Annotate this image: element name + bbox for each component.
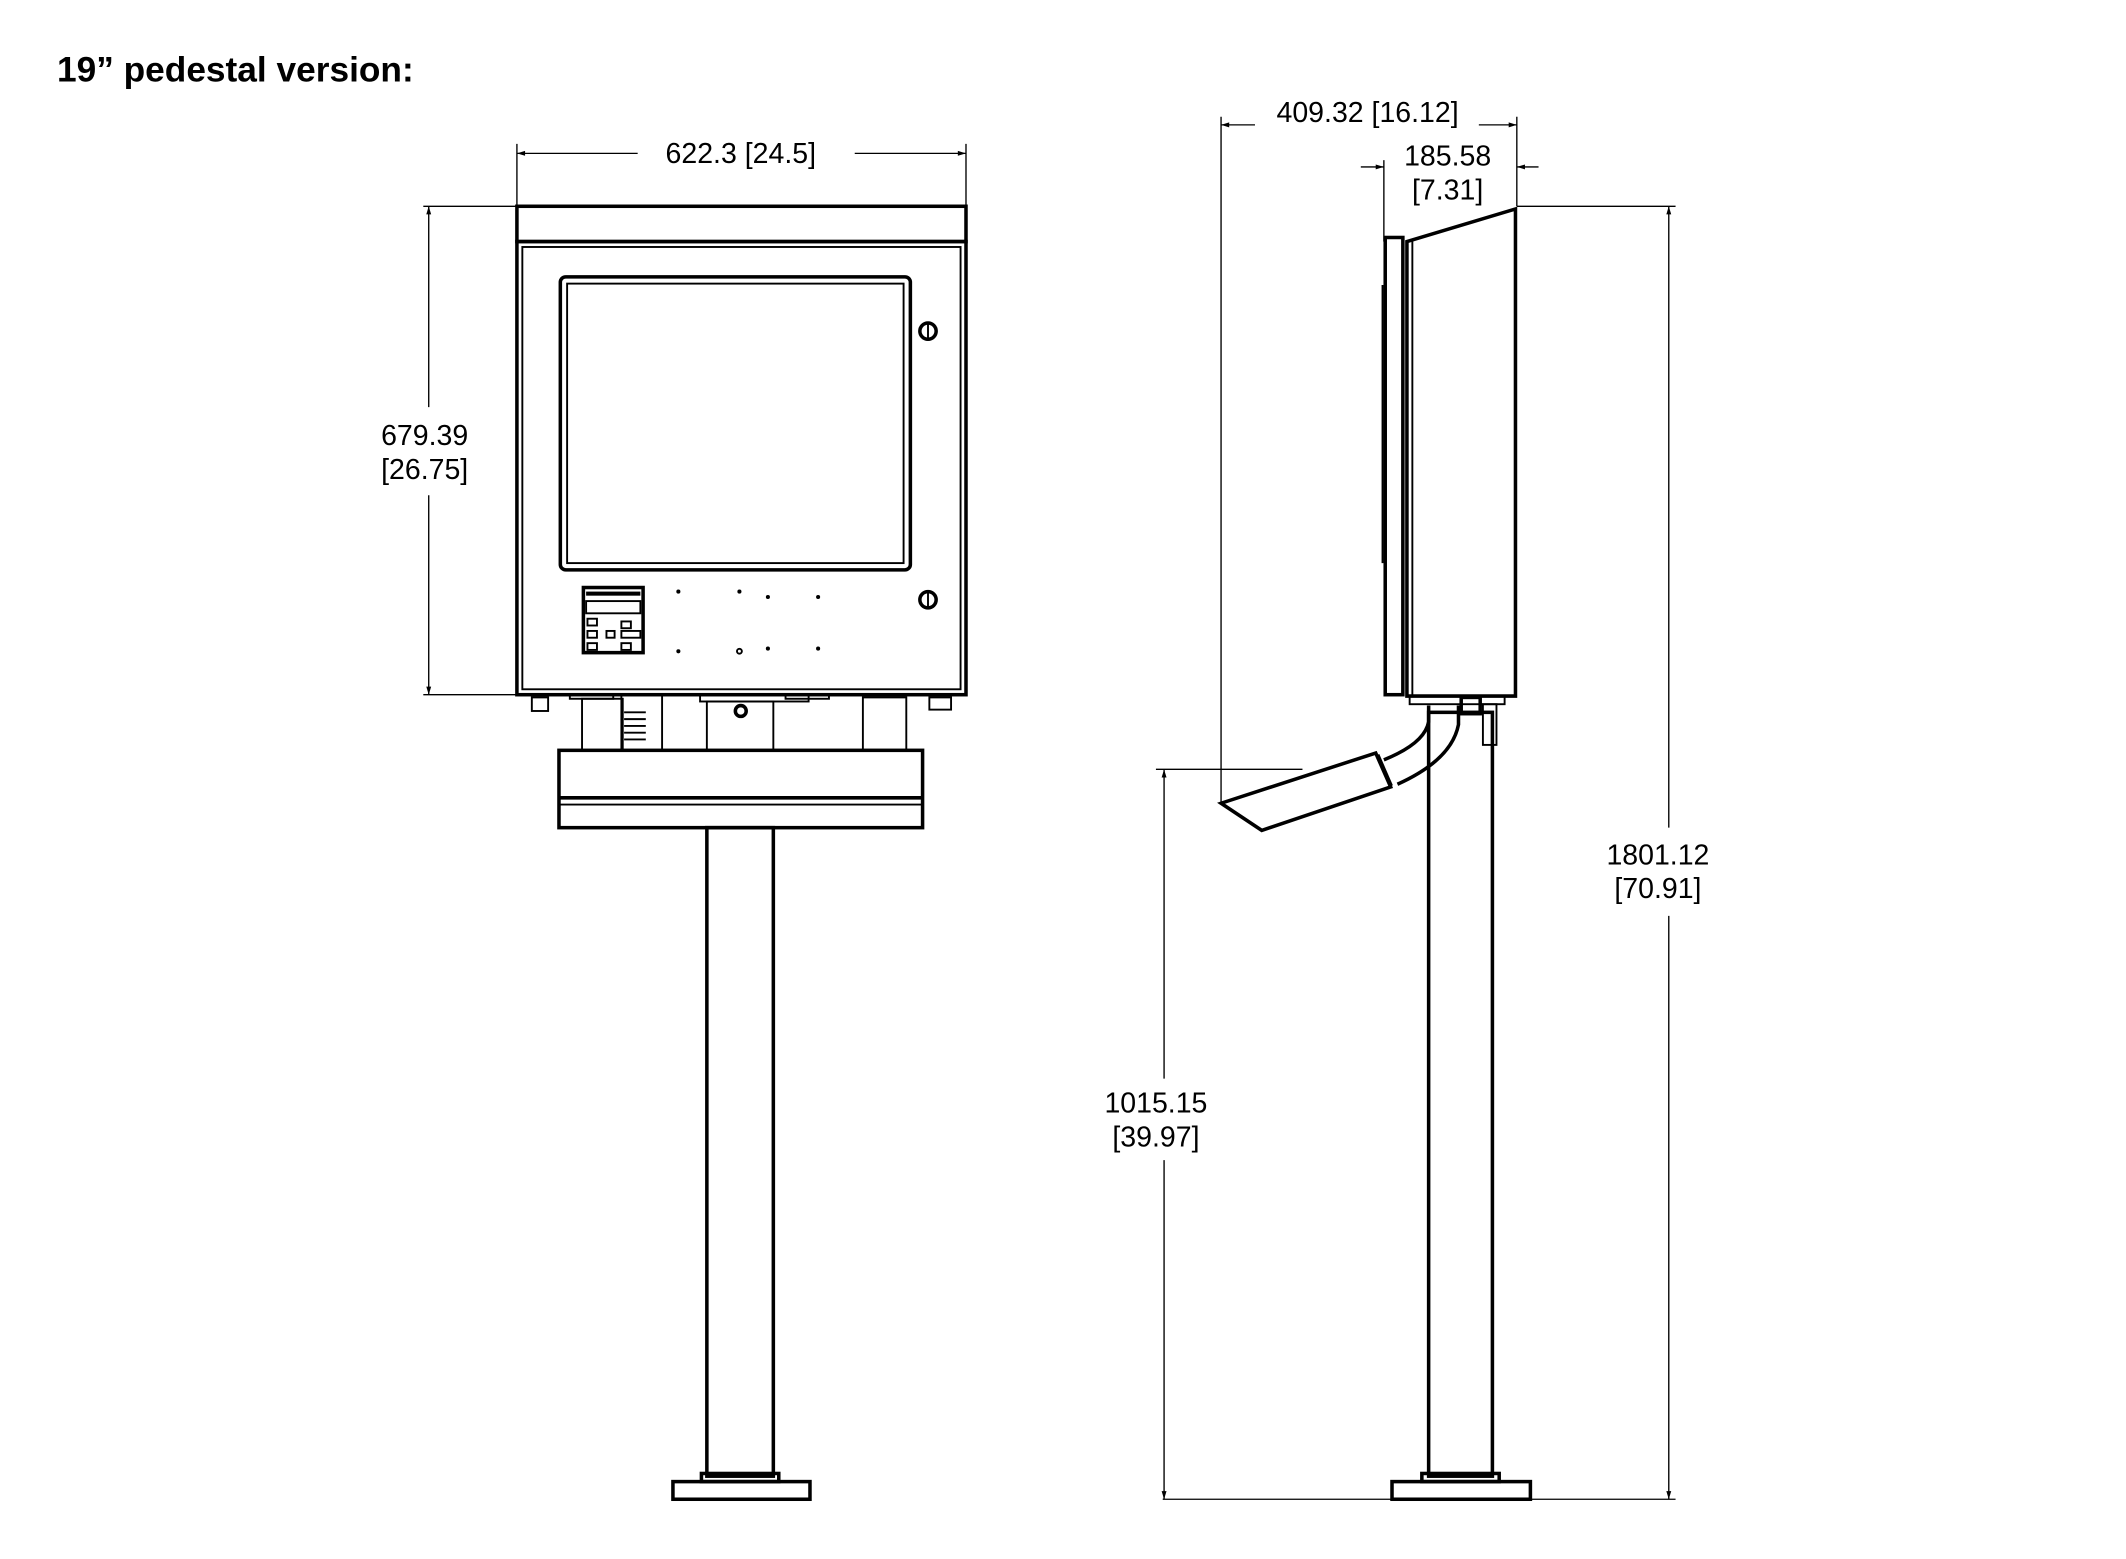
keypad-panel [581, 585, 645, 655]
page-title: 19” pedestal version: [57, 50, 414, 89]
front-width-dimension: 622.3 [24.5] [516, 138, 967, 207]
scanner-height-in: [39.97] [1112, 1121, 1199, 1153]
front-height-dimension: 679.39 [26.75] [381, 205, 517, 696]
scanner-height-mm: 1015.15 [1104, 1088, 1207, 1120]
bezel-side [1383, 235, 1405, 697]
mounting-dots [676, 589, 821, 654]
conduit [1383, 705, 1461, 786]
side-depth-dimension: 409.32 [16.12] [1220, 97, 1518, 804]
total-height-mm: 1801.12 [1606, 839, 1709, 871]
enclosure-side [1405, 206, 1518, 698]
pedestal-base [671, 1479, 812, 1502]
pedestal-base-side [1390, 1479, 1533, 1502]
screen [558, 275, 913, 572]
side-view [1217, 206, 1533, 1502]
bolt-icon [733, 703, 748, 719]
pedestal-head [557, 748, 925, 830]
front-view [515, 204, 968, 1502]
total-height-in: [70.91] [1614, 873, 1701, 905]
enclosure-depth-mm: 185.58 [1404, 141, 1491, 173]
height-label-in: [26.75] [381, 454, 468, 486]
door-knob-icon [918, 589, 938, 610]
height-label-mm: 679.39 [381, 420, 468, 452]
door-knob-icon [918, 321, 938, 342]
pedestal-pole [705, 825, 776, 1478]
enclosure-depth-dimension: 185.58 [7.31] [1360, 141, 1539, 242]
enclosure-depth-in: [7.31] [1412, 174, 1483, 206]
scanner-height-dimension: 1015.15 [39.97] [1104, 768, 1303, 1500]
total-depth-label: 409.32 [16.12] [1277, 97, 1459, 129]
pedestal-pole-side [1426, 710, 1495, 1478]
total-height-dimension: 1801.12 [70.91] [1162, 205, 1709, 1500]
width-label: 622.3 [24.5] [666, 138, 816, 170]
scanner-housing [1217, 750, 1394, 833]
top-cap [515, 204, 968, 244]
